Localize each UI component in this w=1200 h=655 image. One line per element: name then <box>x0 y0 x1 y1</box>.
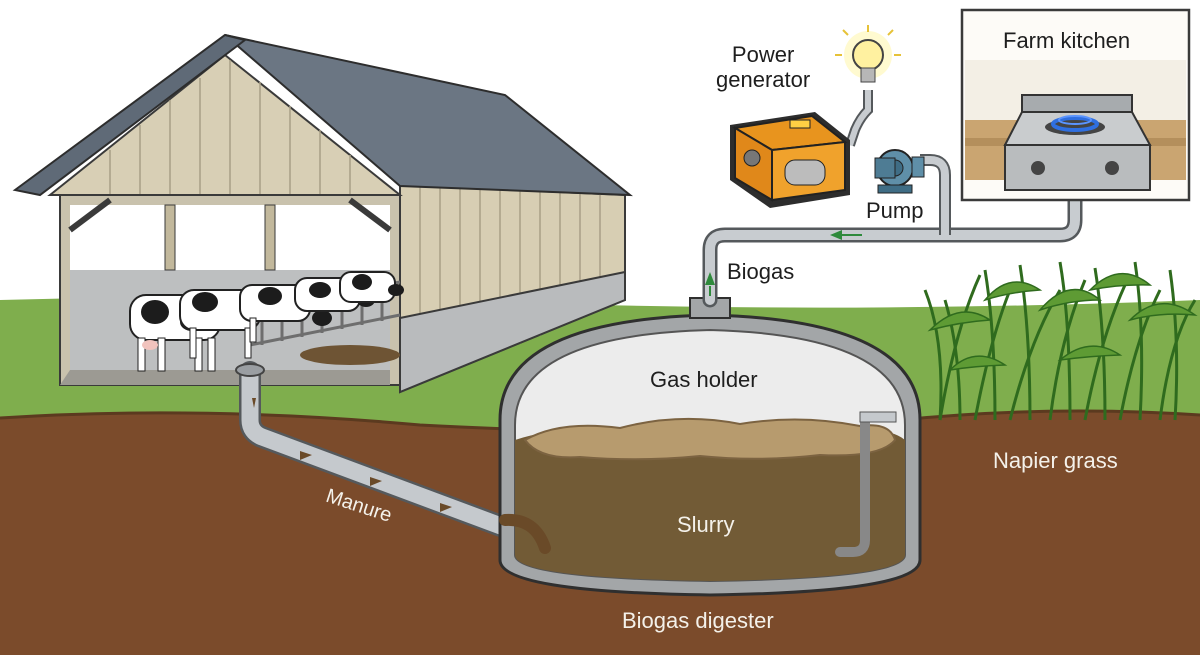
napier-grass-label: Napier grass <box>993 448 1118 473</box>
farm-kitchen <box>960 8 1191 202</box>
farm-kitchen-label: Farm kitchen <box>1003 28 1131 53</box>
biogas-pipe <box>702 90 1083 308</box>
flow-arrow-up <box>705 272 715 285</box>
slurry-label: Slurry <box>677 512 735 537</box>
power-generator-label: Power generator <box>716 42 811 93</box>
cows <box>129 271 404 372</box>
generator-icon <box>730 112 850 208</box>
biogas-digester <box>498 297 922 597</box>
light-bulb-icon <box>835 25 901 83</box>
gas-holder-label: Gas holder <box>650 367 758 392</box>
pump-icon <box>874 149 925 194</box>
biogas-digester-label: Biogas digester <box>622 608 774 633</box>
flow-arrow-left <box>830 230 842 240</box>
cow <box>339 271 404 303</box>
pump-label: Pump <box>866 198 924 223</box>
gas-stove-icon <box>1003 94 1152 191</box>
biogas-label: Biogas <box>727 259 795 284</box>
manure-pipe <box>235 361 536 546</box>
barn <box>12 33 633 394</box>
napier-grass-leaves <box>927 272 1198 372</box>
